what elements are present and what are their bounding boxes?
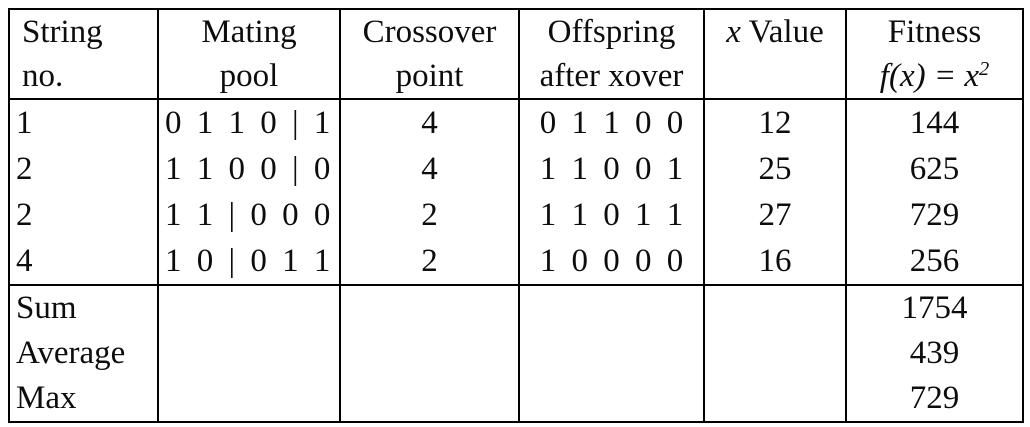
table-row: 2 1 1 0 0 | 0 4 1 1 0 0 1 25 625 xyxy=(8,146,1024,192)
cell-mating-pool: 0 1 1 0 | 1 xyxy=(157,99,341,146)
header-line-2: point xyxy=(395,58,464,94)
header-line-1: Crossover xyxy=(362,14,497,50)
cell-empty xyxy=(157,376,341,422)
col-header-crossover-point: Crossover point xyxy=(339,9,520,100)
formula-base: f(x) = x xyxy=(879,58,979,94)
cell-empty xyxy=(339,331,520,376)
cell-mating-pool: 1 0 | 0 1 1 xyxy=(157,238,341,286)
formula-exponent: 2 xyxy=(979,58,990,80)
header-line-1: String xyxy=(22,14,103,50)
summary-row-sum: Sum 1754 xyxy=(8,285,1024,331)
cell-fitness: 144 xyxy=(845,99,1024,146)
cell-string-no: 2 xyxy=(8,146,159,192)
cell-x-value: 25 xyxy=(703,146,847,192)
cell-crossover-point: 4 xyxy=(339,146,520,192)
cell-empty xyxy=(339,376,520,422)
table-row: 1 0 1 1 0 | 1 4 0 1 1 0 0 12 144 xyxy=(8,99,1024,146)
summary-label-max: Max xyxy=(8,376,159,422)
header-line-1: Fitness xyxy=(887,14,982,50)
cell-x-value: 12 xyxy=(703,99,847,146)
cell-mating-pool: 1 1 0 0 | 0 xyxy=(157,146,341,192)
table-row: 4 1 0 | 0 1 1 2 1 0 0 0 0 16 256 xyxy=(8,238,1024,286)
ga-crossover-table: String no. Mating pool Crossover point O… xyxy=(8,8,1024,423)
cell-fitness: 625 xyxy=(845,146,1024,192)
cell-empty xyxy=(518,376,705,422)
cell-offspring: 1 1 0 0 1 xyxy=(518,146,705,192)
header-line-1: Offspring xyxy=(547,14,676,50)
table-row: 2 1 1 | 0 0 0 2 1 1 0 1 1 27 729 xyxy=(8,192,1024,238)
cell-string-no: 1 xyxy=(8,99,159,146)
summary-row-average: Average 439 xyxy=(8,331,1024,376)
header-line-2: after xover xyxy=(539,58,684,94)
cell-mating-pool: 1 1 | 0 0 0 xyxy=(157,192,341,238)
cell-empty xyxy=(157,331,341,376)
cell-empty xyxy=(703,285,847,331)
header-line-2: pool xyxy=(219,58,279,94)
summary-row-max: Max 729 xyxy=(8,376,1024,422)
col-header-string-no: String no. xyxy=(8,9,159,100)
col-header-offspring: Offspring after xover xyxy=(518,9,705,100)
cell-crossover-point: 2 xyxy=(339,192,520,238)
cell-empty xyxy=(703,331,847,376)
header-row: String no. Mating pool Crossover point O… xyxy=(8,9,1024,100)
col-header-mating-pool: Mating pool xyxy=(157,9,341,100)
cell-empty xyxy=(518,331,705,376)
cell-crossover-point: 4 xyxy=(339,99,520,146)
col-header-x-value: x Value xyxy=(703,9,847,100)
summary-label-average: Average xyxy=(8,331,159,376)
summary-fitness-sum: 1754 xyxy=(845,285,1024,331)
header-line-1: x Value xyxy=(706,10,844,54)
header-line-1: Mating xyxy=(201,14,297,50)
cell-offspring: 1 1 0 1 1 xyxy=(518,192,705,238)
col-header-fitness: Fitness f(x) = x2 xyxy=(845,9,1024,100)
cell-crossover-point: 2 xyxy=(339,238,520,286)
cell-empty xyxy=(703,376,847,422)
value-word: Value xyxy=(740,14,824,50)
cell-fitness: 256 xyxy=(845,238,1024,286)
cell-fitness: 729 xyxy=(845,192,1024,238)
cell-string-no: 2 xyxy=(8,192,159,238)
cell-empty xyxy=(339,285,520,331)
cell-x-value: 27 xyxy=(703,192,847,238)
cell-string-no: 4 xyxy=(8,238,159,286)
fitness-formula: f(x) = x2 xyxy=(848,54,1021,97)
cell-empty xyxy=(157,285,341,331)
cell-empty xyxy=(518,285,705,331)
header-line-2: no. xyxy=(22,58,64,94)
cell-offspring: 1 0 0 0 0 xyxy=(518,238,705,286)
summary-fitness-max: 729 xyxy=(845,376,1024,422)
x-variable: x xyxy=(726,14,741,50)
summary-fitness-average: 439 xyxy=(845,331,1024,376)
summary-label-sum: Sum xyxy=(8,285,159,331)
cell-offspring: 0 1 1 0 0 xyxy=(518,99,705,146)
header-line-2 xyxy=(706,54,844,97)
cell-x-value: 16 xyxy=(703,238,847,286)
